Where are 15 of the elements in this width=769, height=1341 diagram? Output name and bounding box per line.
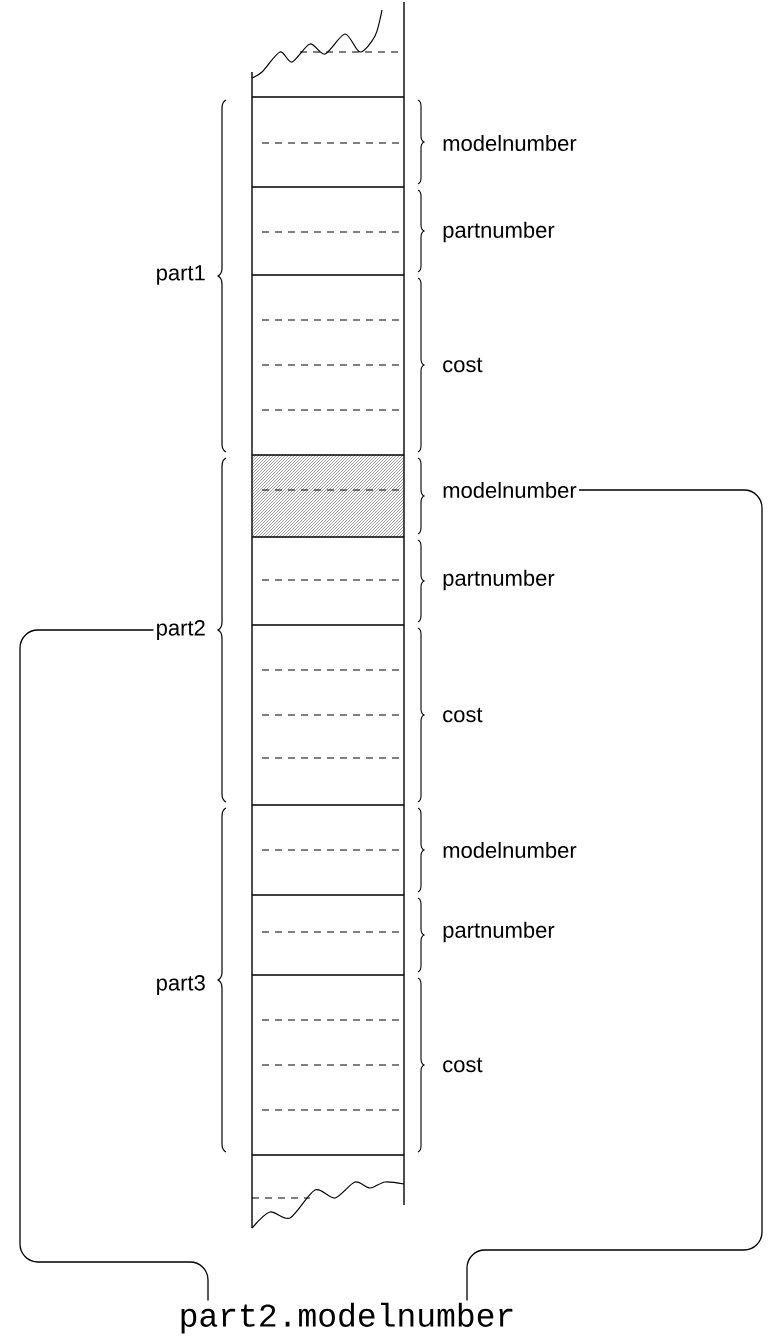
field-name: partnumber xyxy=(443,921,555,943)
part-name: part1 xyxy=(157,265,205,285)
field-name: part2 xyxy=(157,620,205,640)
part-name: part3 xyxy=(157,975,205,995)
field-name: modelnumber xyxy=(443,481,577,499)
leader-line xyxy=(19,629,209,1302)
leader-line xyxy=(466,489,763,1302)
field-name: cost xyxy=(443,1057,483,1073)
expression-text: part2.modelnumber xyxy=(181,1302,513,1334)
field-name: partnumber xyxy=(443,221,555,243)
field-name: partnumber xyxy=(443,569,555,591)
field-name: cost xyxy=(443,357,483,373)
field-name: cost xyxy=(443,707,483,723)
field-name: modelnumber xyxy=(443,134,577,152)
field-name: modelnumber xyxy=(443,841,577,859)
